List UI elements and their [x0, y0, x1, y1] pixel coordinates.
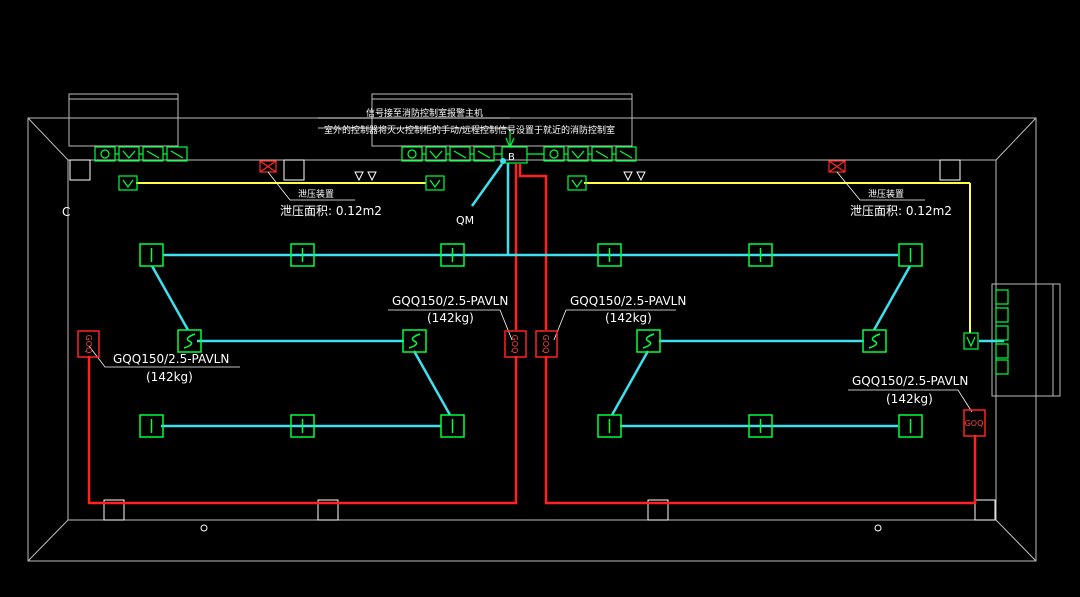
relief-right-title: 泄压装置: [868, 188, 904, 200]
nozzle: [139, 243, 164, 267]
relief-left-area: 泄压面积: 0.12m2: [280, 204, 382, 218]
flex-joint: [402, 329, 427, 353]
nozzle: [440, 414, 465, 438]
chain-mid-left: [401, 146, 502, 191]
red-pipes: [87, 164, 977, 505]
flex-joint: [862, 329, 887, 353]
nozzle: [748, 243, 773, 267]
cylinder-model-2: GQQ150/2.5-PAVLN: [392, 294, 508, 308]
relief-valve-left: [259, 160, 277, 173]
cylinder-model-4: GQQ150/2.5-PAVLN: [852, 374, 968, 388]
flex-joint: [177, 329, 202, 353]
cylinder-weight-4: (142kg): [886, 392, 933, 406]
relief-right-area: 泄压面积: 0.12m2: [850, 204, 952, 218]
nozzle: [748, 414, 773, 438]
cylinder-symbol: GOQ: [84, 335, 93, 354]
nozzle: [440, 243, 465, 267]
detector-chains: [94, 130, 1009, 375]
cylinder-model-1: GQQ150/2.5-PAVLN: [113, 352, 229, 366]
cyan-pipes: [150, 163, 1004, 428]
cylinder-symbol: GOQ: [965, 419, 984, 428]
cylinder-symbol: GOQ: [541, 335, 550, 354]
nozzles: [139, 243, 923, 438]
room-frame: [27, 93, 1061, 562]
signal-note-2: 室外的控制器将灭火控制柜的手动/远程控制信号设置于就近的消防控制室: [324, 124, 615, 136]
relief-valve-right: [828, 160, 846, 173]
nozzle: [597, 414, 622, 438]
control-box-b: [501, 130, 528, 164]
chain-mid-right: [527, 146, 637, 191]
nozzle: [898, 243, 923, 267]
nozzle: [290, 243, 315, 267]
cylinder-weight-3: (142kg): [605, 311, 652, 325]
cylinder-symbols: GOQ GOQ GOQ GOQ: [84, 335, 983, 428]
cylinders: [77, 330, 986, 437]
leaders: [88, 117, 973, 413]
openings: [69, 159, 996, 532]
nozzle: [139, 414, 164, 438]
nozzle: [290, 414, 315, 438]
relief-left-title: 泄压装置: [298, 188, 334, 200]
cylinder-symbol: GOQ: [510, 335, 519, 354]
relief-valves: [259, 160, 846, 173]
cylinder-model-3: GQQ150/2.5-PAVLN: [570, 294, 686, 308]
alarm-bells: [354, 171, 646, 182]
corner-c-label: C: [62, 205, 70, 219]
annotations: 信号接至消防控制室报警主机 室外的控制器将灭火控制柜的手动/远程控制信号设置于就…: [62, 107, 968, 406]
cylinder-weight-2: (142kg): [427, 311, 474, 325]
chain-right-vertical: [963, 289, 1009, 375]
signal-note-1: 信号接至消防控制室报警主机: [366, 107, 483, 119]
flex-joint: [636, 329, 661, 353]
yellow-pipes: [136, 182, 971, 333]
box-b-label: B: [508, 152, 515, 163]
qm-label: QM: [456, 214, 474, 227]
nozzle: [898, 414, 923, 438]
qm-node: [500, 158, 506, 164]
nozzle: [597, 243, 622, 267]
cylinder-weight-1: (142kg): [146, 370, 193, 384]
chain-left: [94, 146, 188, 191]
